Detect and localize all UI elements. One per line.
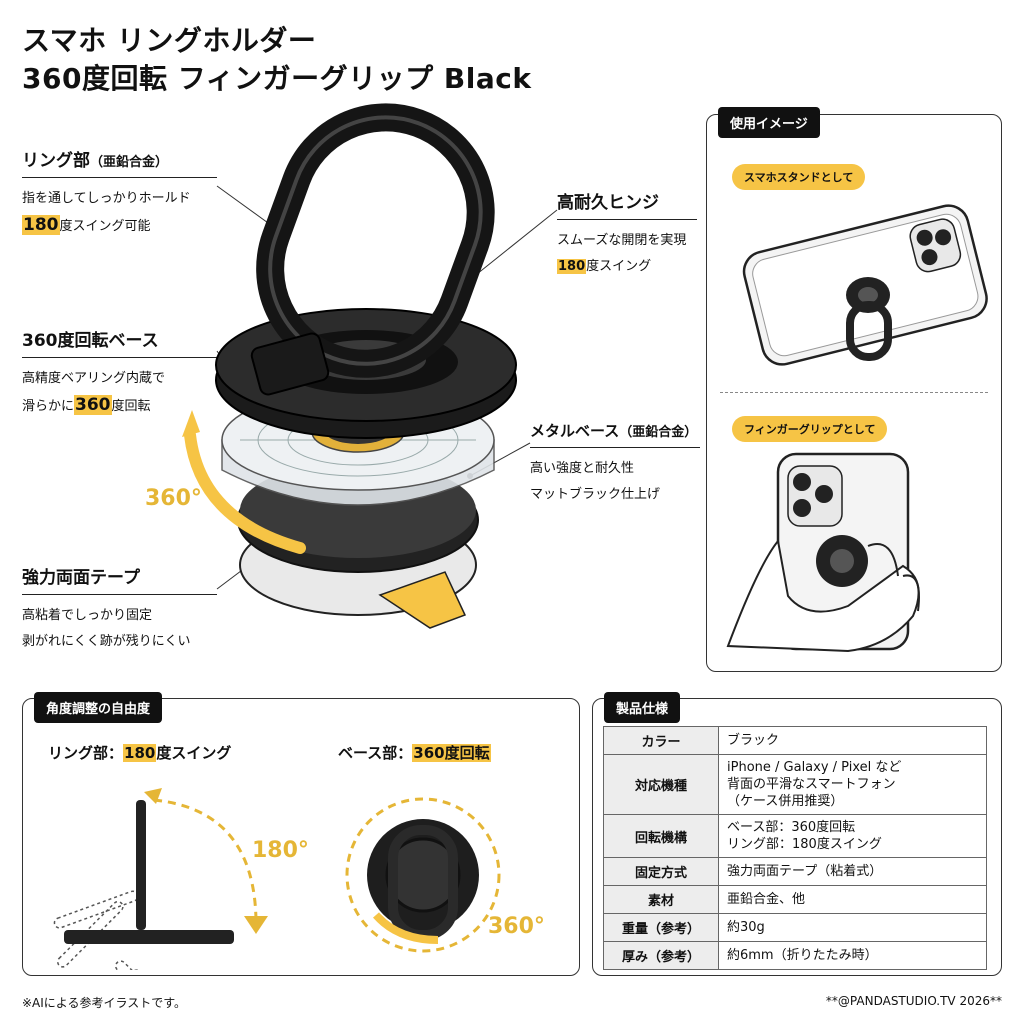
- rotation-360-label: 360°: [145, 486, 202, 511]
- callout-metal: メタルベース（亜鉛合金） 高い強度と耐久性 マットブラック仕上げ: [530, 420, 700, 508]
- ring-swing-hl: 180: [123, 744, 157, 762]
- callout-hinge-hl: 180: [557, 259, 587, 274]
- grip-label: フィンガーグリップとして: [732, 416, 888, 442]
- spec-value: 約30g: [718, 913, 987, 942]
- callout-base360-head: 360度回転ベース: [22, 331, 159, 351]
- callout-metal-head: メタルベース: [530, 422, 620, 440]
- ring-holder-illustration: 360°: [145, 103, 558, 629]
- ring-swing-rest: 度スイング: [156, 744, 232, 762]
- base-rotation-hl: 360度回転: [412, 744, 491, 762]
- callout-tape-line2: 剥がれにくく跡が残りにくい: [22, 634, 191, 649]
- footer-disclaimer: ※AIによる参考イラストです。: [22, 996, 187, 1010]
- callout-hinge: 高耐久ヒンジ スムーズな開閉を実現 180度スイング: [557, 188, 697, 280]
- spec-value: ブラック: [718, 726, 987, 755]
- spec-key: 重量（参考）: [603, 913, 719, 942]
- spec-value: ベース部：360度回転リング部：180度スイング: [718, 814, 987, 858]
- stand-illustration: [742, 204, 988, 366]
- spec-value: iPhone / Galaxy / Pixel など背面の平滑なスマートフォン（…: [718, 754, 987, 815]
- grip-illustration: [726, 452, 920, 653]
- title-line-2: 360度回転 フィンガーグリップ Black: [22, 62, 532, 95]
- spec-row: 固定方式強力両面テープ（粘着式）: [603, 857, 987, 886]
- spec-row: 重量（参考）約30g: [603, 913, 987, 942]
- base-rotation-label: ベース部：360度回転: [338, 742, 491, 763]
- spec-key: 回転機構: [603, 814, 719, 858]
- footer-credit: **@PANDASTUDIO.TV 2026**: [825, 994, 1002, 1008]
- ring-swing-pre: リング部：: [48, 744, 124, 762]
- callout-base360-line1: 高精度ベアリング内蔵で: [22, 371, 166, 386]
- spec-key: 固定方式: [603, 857, 719, 886]
- divider: [22, 357, 217, 358]
- divider: [557, 219, 697, 220]
- spec-key: 厚み（参考）: [603, 941, 719, 970]
- callout-tape: 強力両面テープ 高粘着でしっかり固定 剥がれにくく跡が残りにくい: [22, 563, 217, 655]
- spec-row: 回転機構ベース部：360度回転リング部：180度スイング: [603, 814, 987, 858]
- spec-row: カラーブラック: [603, 726, 987, 755]
- callout-base360-rest: 度回転: [111, 399, 151, 414]
- usage-divider: [720, 392, 988, 393]
- divider: [22, 177, 217, 178]
- callout-ring-line1: 指を通してしっかりホールド: [22, 191, 191, 206]
- divider: [22, 594, 217, 595]
- ring-swing-illustration: [53, 788, 268, 970]
- spec-key: 素材: [603, 885, 719, 914]
- callout-base360: 360度回転ベース 高精度ベアリング内蔵で 滑らかに360度回転: [22, 326, 217, 420]
- callout-base360-pre: 滑らかに: [22, 399, 75, 414]
- callout-tape-line1: 高粘着でしっかり固定: [22, 608, 153, 623]
- callout-metal-sub: （亜鉛合金）: [619, 425, 698, 440]
- stand-label: スマホスタンドとして: [732, 164, 866, 190]
- page-title: スマホ リングホルダー 360度回転 フィンガーグリップ Black: [22, 22, 531, 98]
- spec-value: 約6mm（折りたたみ時）: [718, 941, 987, 970]
- base-rotation-illustration: [345, 797, 501, 953]
- spec-row: 厚み（参考）約6mm（折りたたみ時）: [603, 941, 987, 970]
- title-line-1: スマホ リングホルダー: [22, 24, 317, 57]
- spec-row: 素材亜鉛合金、他: [603, 885, 987, 914]
- divider: [530, 447, 700, 448]
- callout-ring-head: リング部: [22, 151, 90, 171]
- specs-tag: 製品仕様: [604, 692, 681, 723]
- callout-ring-line2: 度スイング可能: [59, 219, 151, 234]
- usage-tag: 使用イメージ: [718, 107, 820, 138]
- callout-ring-sub: （亜鉛合金）: [90, 155, 169, 170]
- callout-metal-line1: 高い強度と耐久性: [530, 461, 635, 476]
- angle-tag: 角度調整の自由度: [34, 692, 163, 723]
- ring-swing-degree: 180°: [252, 838, 309, 863]
- callout-tape-head: 強力両面テープ: [22, 568, 140, 588]
- callout-base360-hl: 360: [74, 395, 112, 415]
- callout-hinge-line1: スムーズな開閉を実現: [557, 233, 687, 248]
- spec-value: 強力両面テープ（粘着式）: [718, 857, 987, 886]
- base-rotation-degree: 360°: [488, 914, 545, 939]
- callout-ring: リング部（亜鉛合金） 指を通してしっかりホールド 180度スイング可能: [22, 146, 217, 240]
- callout-hinge-line2: 度スイング: [586, 259, 652, 274]
- callout-ring-hl: 180: [22, 215, 60, 235]
- callout-hinge-head: 高耐久ヒンジ: [557, 193, 659, 213]
- spec-key: カラー: [603, 726, 719, 755]
- ring-swing-label: リング部：180度スイング: [48, 742, 231, 763]
- spec-value: 亜鉛合金、他: [718, 885, 987, 914]
- spec-key: 対応機種: [603, 754, 719, 815]
- base-rotation-pre: ベース部：: [338, 744, 413, 762]
- callout-metal-line2: マットブラック仕上げ: [530, 487, 661, 502]
